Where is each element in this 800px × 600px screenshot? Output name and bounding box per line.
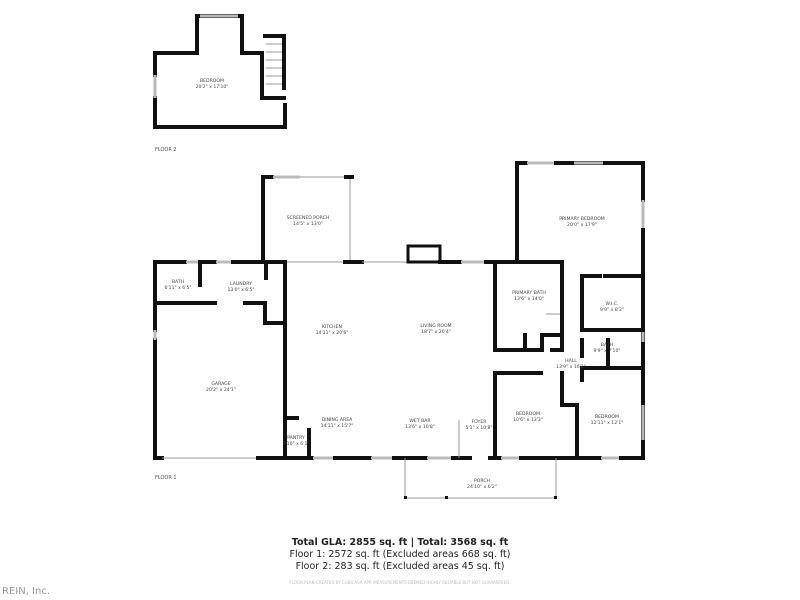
room-name: KITCHEN bbox=[322, 325, 342, 330]
room-name: BATH bbox=[171, 280, 185, 285]
room-name: BEDROOM bbox=[200, 79, 224, 84]
fireplace bbox=[406, 244, 442, 264]
room-name: GARAGE bbox=[211, 382, 231, 387]
room-dims: 6'11" x 6'5" bbox=[164, 286, 192, 291]
room-dims: 13'6" x 10'8" bbox=[405, 425, 435, 430]
room-name: LIVING ROOM bbox=[420, 324, 452, 329]
room-name: PORCH bbox=[473, 479, 490, 484]
room-name: W.I.C. bbox=[605, 302, 619, 307]
room-dims: 24'10" x 6'2" bbox=[467, 485, 497, 490]
room-dims: 9'9" x 7'10" bbox=[593, 349, 621, 354]
room-name: PRIMARY BATH bbox=[512, 291, 546, 296]
room-name: BATH bbox=[600, 343, 614, 348]
porch-outline bbox=[404, 458, 557, 499]
room-dims: 5'1" x 10'8" bbox=[465, 426, 493, 431]
room-name: BEDROOM bbox=[516, 412, 540, 417]
room-dims: 20'2" x 24'1" bbox=[206, 388, 236, 393]
room-name: PANTRY bbox=[287, 436, 305, 441]
room-name: PRIMARY BEDROOM bbox=[559, 217, 605, 222]
room-dims: 14'11" x 15'7" bbox=[320, 424, 354, 429]
room-label: W.I.C.9'9" x 8'2" bbox=[600, 302, 624, 314]
floor2-label: FLOOR 2 bbox=[155, 147, 177, 153]
room-dims: 13'0" x 6'5" bbox=[227, 288, 255, 293]
room-dims: 20'0" x 17'9" bbox=[567, 223, 597, 228]
floor1-area: Floor 1: 2572 sq. ft (Excluded areas 668… bbox=[289, 549, 511, 560]
floor1-walls bbox=[153, 161, 645, 460]
room-dims: 7'10" x 6'1" bbox=[282, 442, 310, 447]
watermark: REIN, Inc. bbox=[2, 586, 51, 597]
room-name: LAUNDRY bbox=[230, 282, 252, 287]
room-name: WET BAR bbox=[409, 419, 431, 424]
room-name: BEDROOM bbox=[595, 415, 619, 420]
room-name: HALL bbox=[565, 359, 577, 364]
floor2-area: Floor 2: 283 sq. ft (Excluded areas 45 s… bbox=[295, 561, 505, 572]
room-name: SCREENED PORCH bbox=[286, 216, 330, 221]
total-gla: Total GLA: 2855 sq. ft | Total: 3568 sq.… bbox=[291, 537, 509, 548]
room-dims: 9'9" x 8'2" bbox=[599, 308, 625, 313]
room-dims: 12'11" x 12'1" bbox=[590, 421, 624, 426]
room-dims: 20'2" x 17'10" bbox=[195, 85, 229, 90]
room-dims: 13'9" x 16'1" bbox=[556, 365, 586, 370]
floor2-walls bbox=[153, 14, 287, 129]
room-dims: 14'11" x 20'6" bbox=[315, 331, 349, 336]
room-dims: 14'5" x 13'0" bbox=[293, 222, 323, 227]
floor1-label: FLOOR 1 bbox=[155, 475, 177, 481]
stairs bbox=[266, 43, 282, 85]
room-dims: 18'7" x 20'4" bbox=[421, 330, 451, 335]
room-name: DINING AREA bbox=[321, 418, 353, 423]
room-dims: 13'6" x 14'0" bbox=[514, 297, 544, 302]
room-dims: 10'6" x 13'3" bbox=[513, 418, 543, 423]
disclaimer: FLOOR PLAN CREATED BY CUBICASA APP. MEAS… bbox=[289, 580, 511, 585]
room-name: FOYER bbox=[471, 420, 487, 425]
